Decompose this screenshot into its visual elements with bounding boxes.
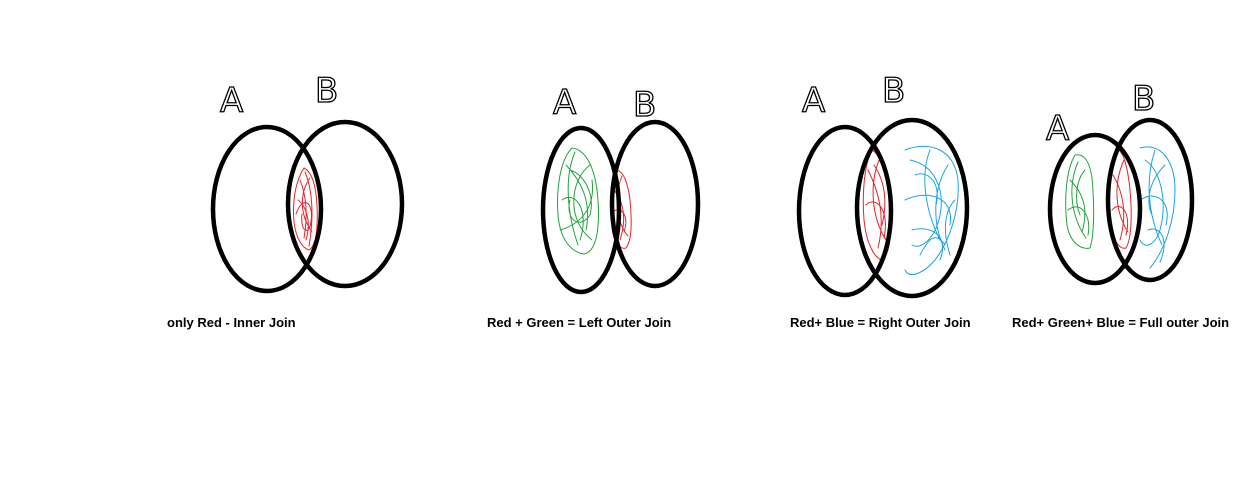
venn-left-outer-join: A B Red + Green = Left Outer Join [487,82,701,330]
caption-full-outer-join: Red+ Green+ Blue = Full outer Join [1012,315,1229,330]
full-join-red-scribble [1108,149,1132,249]
label-a: A [220,81,243,121]
circle-a [540,125,622,295]
label-a: A [802,81,825,121]
circle-b [285,119,405,289]
inner-join-red-scribble [293,167,318,251]
caption-right-outer-join: Red+ Blue = Right Outer Join [790,315,971,330]
venn-right-outer-join: A B Red+ Blue = Right Outer Join [790,70,971,330]
label-a: A [1046,109,1069,149]
circle-b [1105,117,1195,283]
label-a: A [553,83,576,123]
left-join-green-scribble [557,147,599,255]
venn-full-outer-join: A B Red+ Green+ Blue = Full outer Join [1012,78,1229,330]
venn-inner-join: A B only Red - Inner Join [167,70,405,330]
caption-left-outer-join: Red + Green = Left Outer Join [487,315,671,330]
circle-a [796,124,894,298]
circle-b [854,117,970,299]
full-join-green-scribble [1065,154,1095,249]
full-join-blue-scribble [1139,146,1176,269]
label-b: B [315,71,338,111]
right-join-blue-scribble [904,145,959,275]
caption-inner-join: only Red - Inner Join [167,315,296,330]
circle-b [609,119,701,289]
circle-a [210,124,324,294]
label-b: B [1132,79,1155,119]
label-b: B [882,71,905,111]
label-b: B [633,85,656,125]
left-join-red-scribble [610,169,632,249]
circle-a [1047,132,1143,286]
